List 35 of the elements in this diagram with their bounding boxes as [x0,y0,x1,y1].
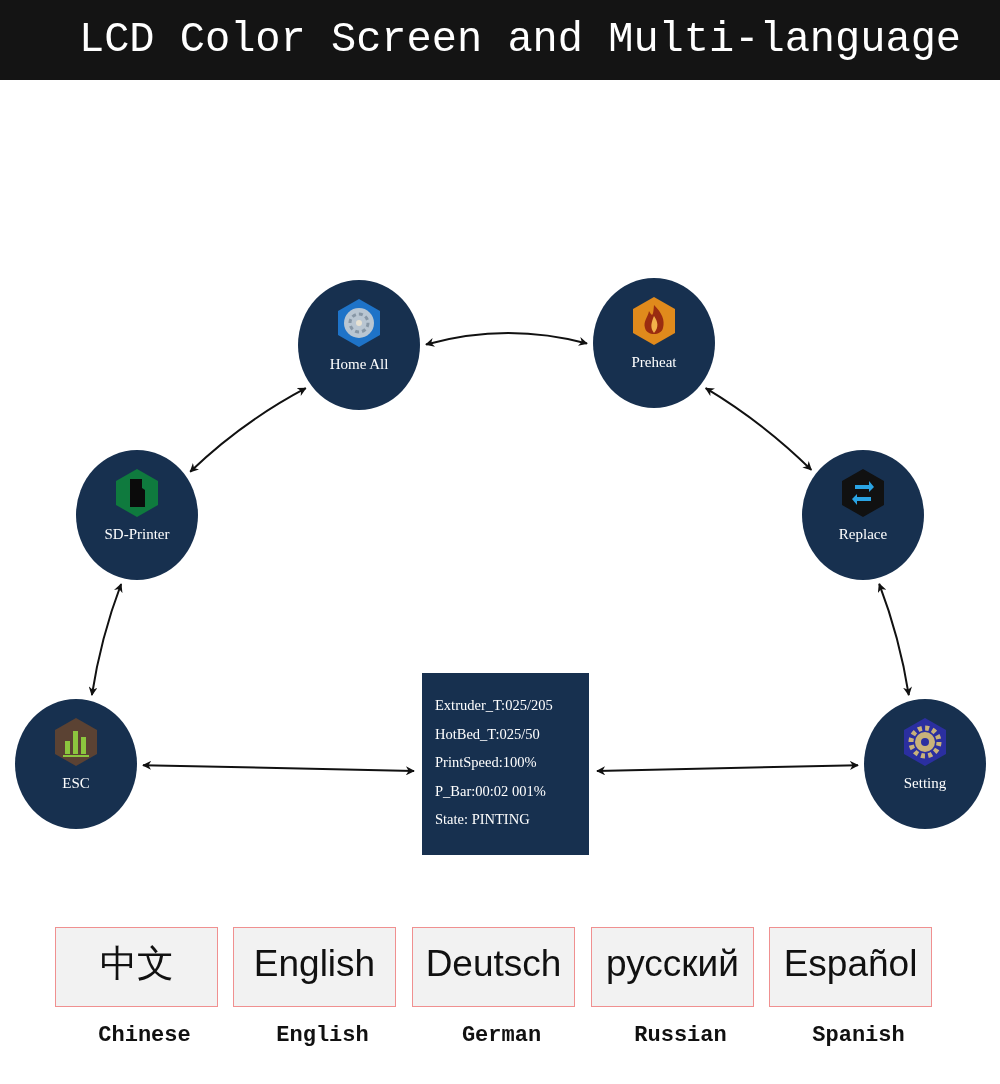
language-button [412,927,575,1007]
button-label: Home All [328,356,390,373]
double-arrow [425,332,588,347]
button-label: Setting [902,775,948,792]
language-caption: Chinese [97,1023,192,1049]
language-name: русский [605,942,740,986]
language-caption: Russian [633,1023,728,1049]
language-caption: English [275,1023,370,1049]
status-line: Extruder_T:025/205 [435,696,553,715]
language-button [233,927,396,1007]
language-caption: German [460,1023,543,1049]
language-name: Deutsch [424,942,563,986]
language-button [55,927,218,1007]
title-bar: LCD Color Screen and Multi-language [0,0,1000,80]
status-line: PrintSpeed:100% [435,753,537,772]
status-line: HotBed_T:025/50 [435,724,540,744]
button-label: ESC [61,775,91,792]
button-label: Preheat [630,354,678,371]
double-arrow [88,583,123,696]
status-line: P_Bar:00:02 001% [435,781,546,801]
lcd-screen [422,673,589,855]
button-label: SD-Printer [103,526,171,543]
double-arrow [704,387,813,471]
language-caption: Spanish [811,1023,906,1049]
language-name: Español [782,942,919,986]
double-arrow [189,387,307,473]
button-label: Replace [837,526,889,543]
language-button [591,927,754,1007]
language-name: 中文 [98,942,175,986]
double-arrow [877,582,912,697]
language-button [769,927,932,1007]
status-line: State: PINTING [435,810,530,829]
double-arrow [596,760,859,776]
double-arrow [142,760,415,776]
language-name: English [252,942,377,986]
